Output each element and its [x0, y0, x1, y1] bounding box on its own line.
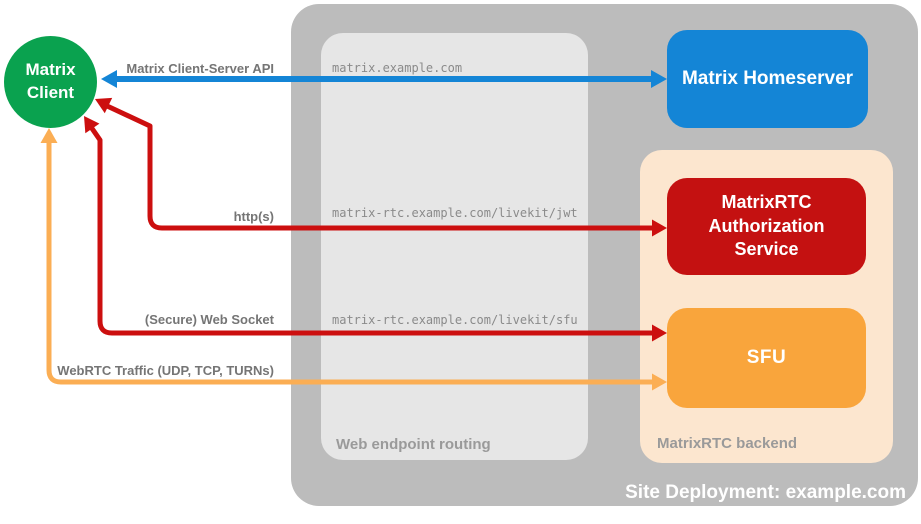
endpoint-livekit-jwt: matrix-rtc.example.com/livekit/jwt — [332, 206, 578, 220]
webrtc-arrow-label: WebRTC Traffic (UDP, TCP, TURNs) — [57, 363, 274, 378]
auth-service-label: MatrixRTC Authorization Service — [708, 192, 825, 260]
matrix-homeserver-label: Matrix Homeserver — [681, 68, 854, 89]
matrixrtc-backend-label: MatrixRTC backend — [657, 435, 798, 452]
https-arrow-label: http(s) — [233, 209, 274, 224]
sfu-node: SFU — [667, 308, 866, 408]
arrowhead-into-client-blue — [101, 70, 117, 88]
matrixrtc-authorization-service-node: MatrixRTC Authorization Service — [667, 178, 866, 275]
matrix-client-label: Matrix Client — [25, 60, 76, 102]
web-endpoint-routing-label: Web endpoint routing — [336, 436, 491, 453]
matrix-client-node: Matrix Client — [4, 36, 97, 128]
sfu-label: SFU — [746, 347, 787, 368]
web-endpoint-routing-box — [321, 33, 588, 460]
client-server-api-arrow-label: Matrix Client-Server API — [126, 61, 274, 76]
endpoint-matrix-example-com: matrix.example.com — [332, 61, 463, 75]
site-deployment-label: Site Deployment: example.com — [625, 482, 906, 503]
endpoint-livekit-sfu: matrix-rtc.example.com/livekit/sfu — [332, 313, 578, 327]
websocket-arrow-label: (Secure) Web Socket — [144, 312, 274, 327]
arrowhead-into-client-webrtc — [40, 128, 58, 143]
matrix-homeserver-node: Matrix Homeserver — [667, 30, 868, 128]
